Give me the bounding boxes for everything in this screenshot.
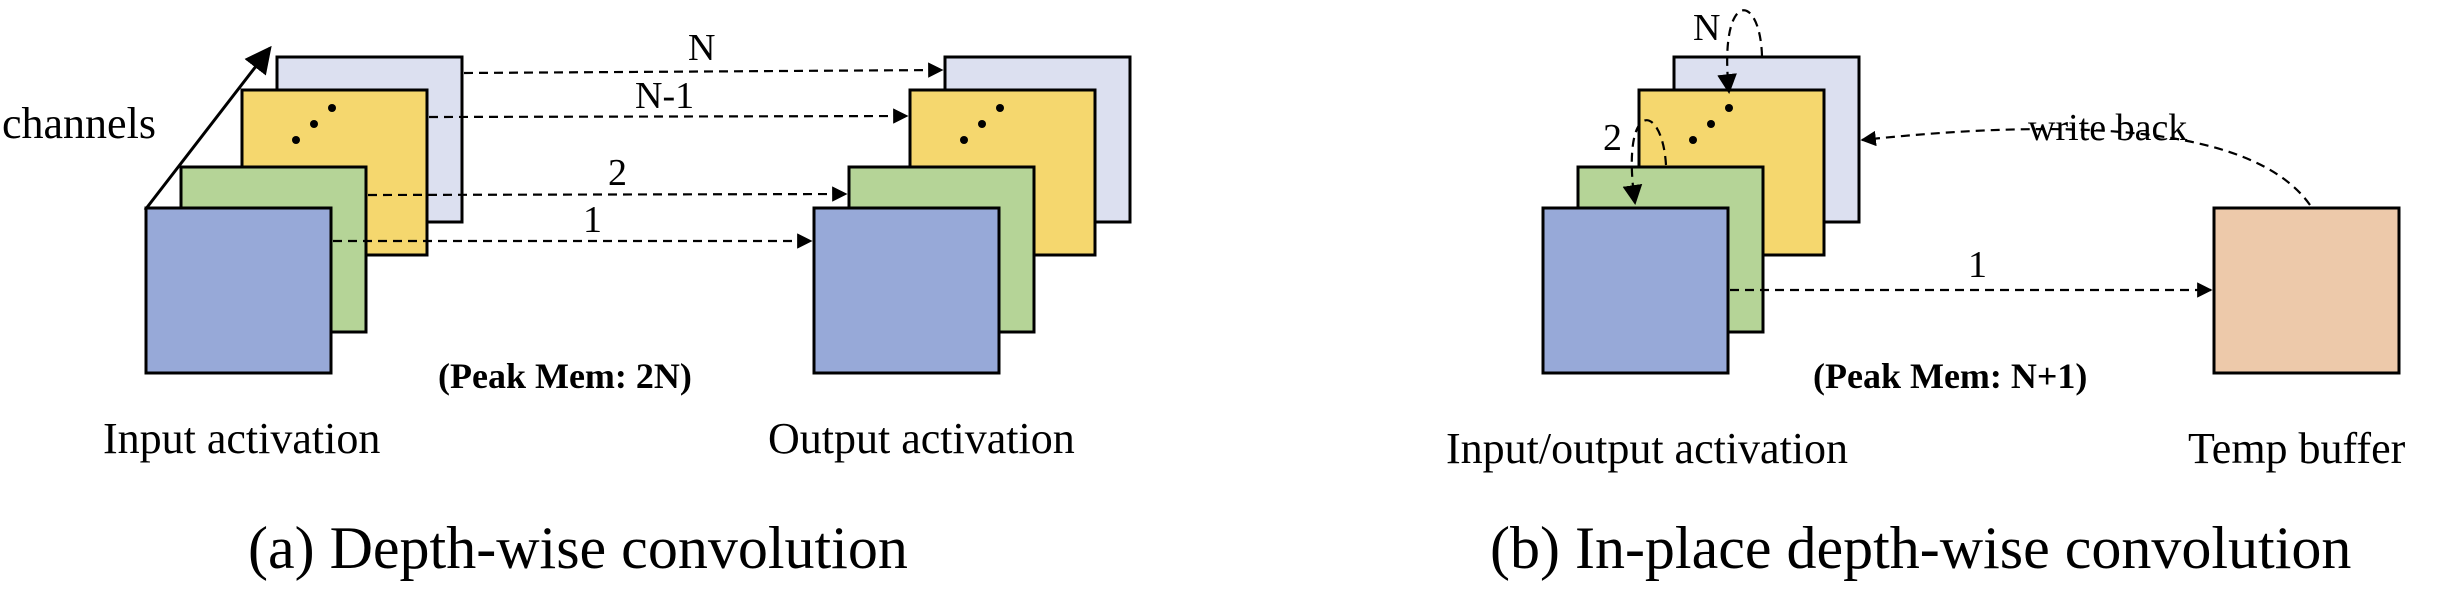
loop-label-n: N — [1693, 7, 1720, 49]
channels-axis-arrow — [143, 45, 272, 211]
io-activation-stack — [1541, 55, 1861, 375]
output-activation-label: Output activation — [768, 414, 1075, 463]
loop-arrow-n — [1717, 9, 1764, 94]
temp-buffer-label: Temp buffer — [2188, 424, 2406, 473]
loop-arrow-2 — [1622, 119, 1668, 205]
ellipsis-dots — [1689, 104, 1733, 144]
io-channel-1 — [1541, 206, 1730, 375]
panel-b: N 2 1 write back (Peak Mem: N+1) Input/o… — [1446, 7, 2406, 581]
panel-a: channels N N-1 2 1 — [2, 27, 1132, 581]
peak-mem-label: (Peak Mem: N+1) — [1813, 356, 2087, 396]
ellipsis-dots — [960, 104, 1004, 144]
input-channel-1 — [144, 206, 333, 375]
channels-label: channels — [2, 99, 156, 148]
arrow-channel-2 — [367, 186, 848, 202]
arrow-channel-n — [463, 62, 944, 78]
write-back-label: write back — [2028, 107, 2187, 149]
caption-a: (a) Depth-wise convolution — [248, 515, 908, 581]
arrow-channel-n-minus-1 — [428, 108, 909, 124]
write-back-arrow — [1860, 128, 2311, 206]
arrow-label-n-minus-1: N-1 — [635, 75, 694, 117]
output-channel-1 — [812, 206, 1001, 375]
arrow-label-1: 1 — [1968, 244, 1987, 286]
input-activation-label: Input activation — [103, 414, 380, 463]
input-activation-stack — [144, 55, 464, 375]
loop-label-2: 2 — [1603, 117, 1622, 159]
peak-mem-label: (Peak Mem: 2N) — [438, 356, 692, 396]
arrow-label-n: N — [688, 27, 715, 69]
output-activation-stack — [812, 55, 1132, 375]
arrow-label-2: 2 — [608, 152, 627, 194]
caption-b: (b) In-place depth-wise convolution — [1490, 515, 2351, 581]
ellipsis-dots — [292, 104, 336, 144]
temp-buffer-box — [2212, 206, 2401, 375]
arrow-label-1: 1 — [583, 199, 602, 241]
io-activation-label: Input/output activation — [1446, 424, 1848, 473]
